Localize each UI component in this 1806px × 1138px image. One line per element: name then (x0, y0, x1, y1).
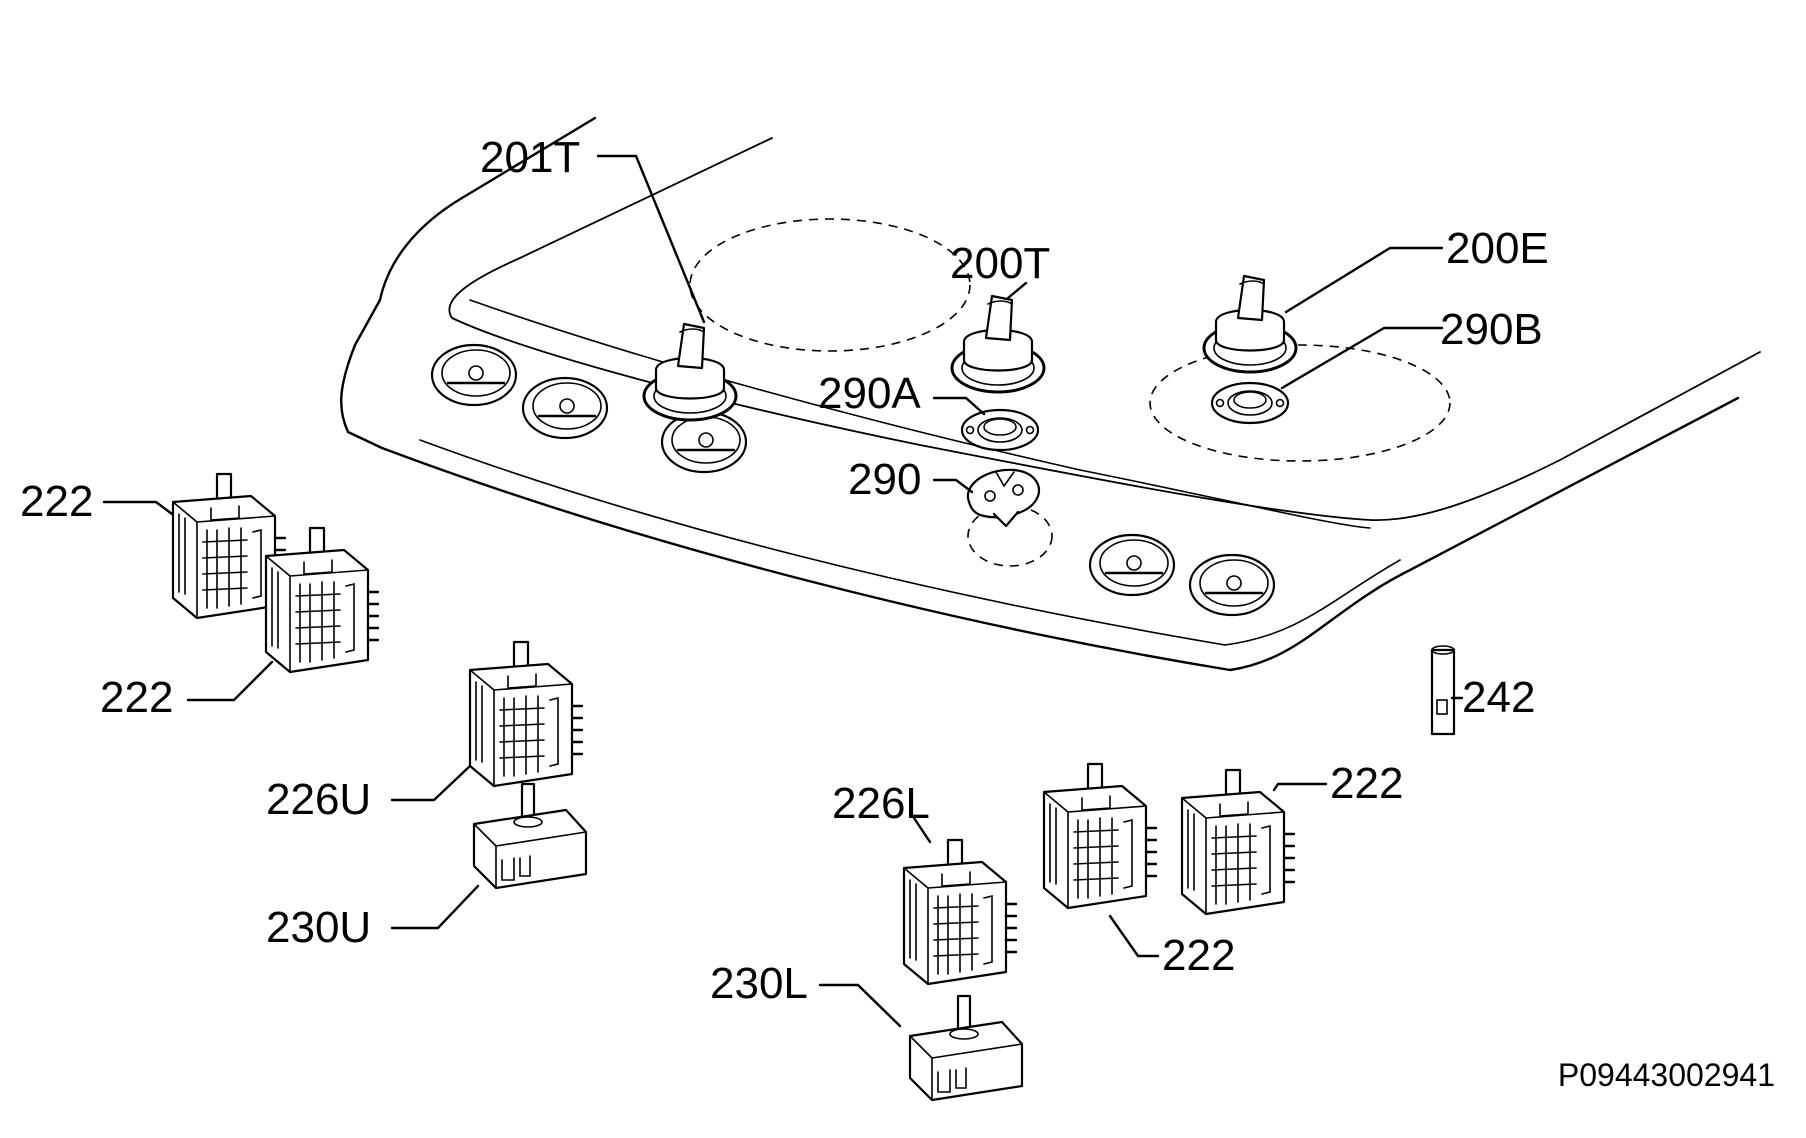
part-labels: 201T 200T 200E 290B 290A 290 222 222 226… (20, 133, 1549, 1008)
control-panel (340, 116, 1761, 672)
label-200T: 200T (950, 239, 1050, 288)
label-222-d: 222 (1162, 931, 1235, 980)
label-201T: 201T (480, 133, 580, 182)
switch-226U (468, 640, 584, 788)
ring-290B (1210, 381, 1290, 425)
knob-200E (1202, 274, 1298, 374)
label-290B: 290B (1440, 305, 1543, 354)
label-230L: 230L (710, 959, 808, 1008)
switch-226L (902, 838, 1018, 986)
label-200E: 200E (1446, 224, 1549, 273)
switch-222-d (1042, 762, 1158, 910)
label-290A: 290A (818, 369, 921, 418)
label-242: 242 (1462, 673, 1535, 722)
switch-222-c (1180, 768, 1296, 916)
knob-200T (950, 294, 1046, 394)
knob-201T (642, 322, 738, 422)
label-222-a: 222 (20, 477, 93, 526)
label-222-b: 222 (100, 673, 173, 722)
hob-zones (689, 218, 1451, 567)
label-230U: 230U (266, 903, 371, 952)
label-226U: 226U (266, 775, 371, 824)
label-290: 290 (848, 455, 921, 504)
drawing-reference-number: P09443002941 (1558, 1057, 1775, 1093)
adaptor-290 (966, 468, 1041, 528)
thermostat-230L (908, 994, 1024, 1102)
label-222-c: 222 (1330, 759, 1403, 808)
lamp-242 (1430, 645, 1456, 736)
thermostat-230U (472, 782, 588, 890)
label-226L: 226L (832, 779, 930, 828)
ring-290A (960, 408, 1040, 452)
leader-lines (102, 154, 1464, 1028)
